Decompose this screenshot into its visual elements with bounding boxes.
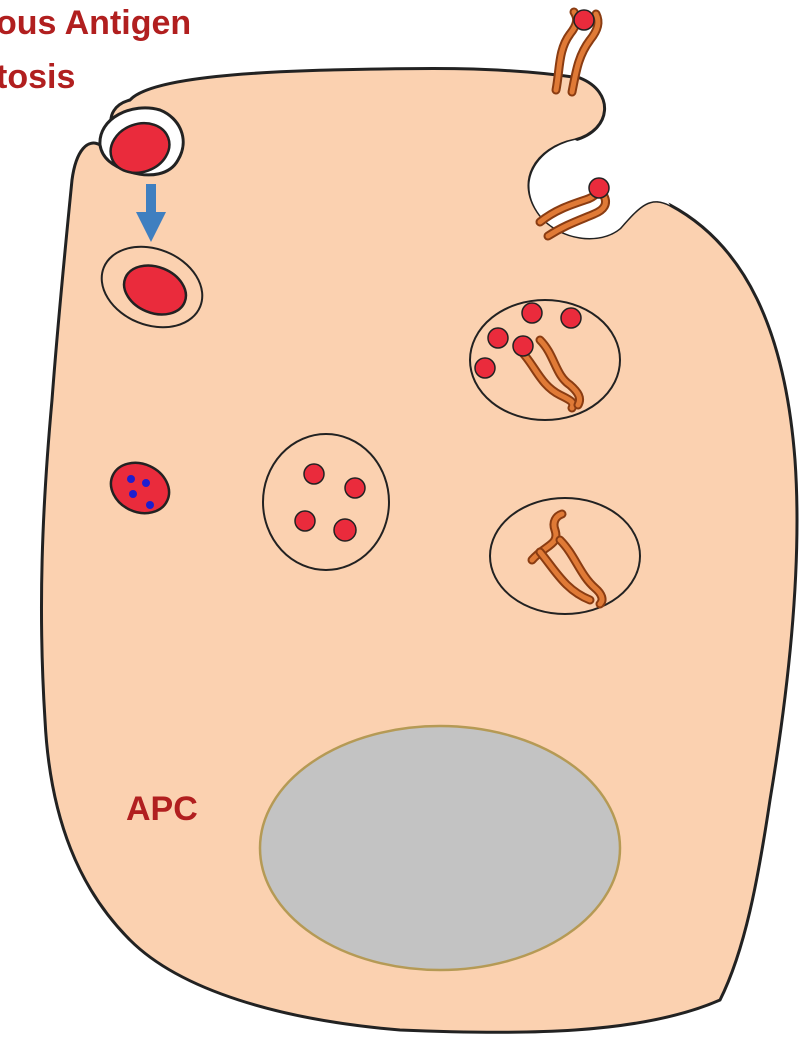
peptide-fragment (127, 475, 135, 483)
antigen-particle (522, 303, 542, 323)
antigen-particle (561, 308, 581, 328)
antigen-particle (295, 511, 315, 531)
cell-label-apc: APC (126, 790, 198, 829)
antigen-particle (345, 478, 365, 498)
lysosome-vesicle (263, 434, 389, 570)
nucleus (260, 726, 620, 970)
antigen-particle (513, 336, 533, 356)
diagram-title-line-2: tosis (0, 58, 75, 97)
peptide-fragment (142, 479, 150, 487)
diagram-title-line-1: ous Antigen (0, 4, 191, 43)
antigen-particle (304, 464, 324, 484)
antigen-particle (488, 328, 508, 348)
peptide-fragment (146, 501, 154, 509)
bound-antigen (574, 10, 594, 30)
endosome-vesicle (470, 300, 620, 420)
bound-antigen (589, 178, 609, 198)
antigen-particle (475, 358, 495, 378)
arrow-shaft (146, 184, 156, 214)
antigen-particle (334, 519, 356, 541)
peptide-fragment (129, 490, 137, 498)
